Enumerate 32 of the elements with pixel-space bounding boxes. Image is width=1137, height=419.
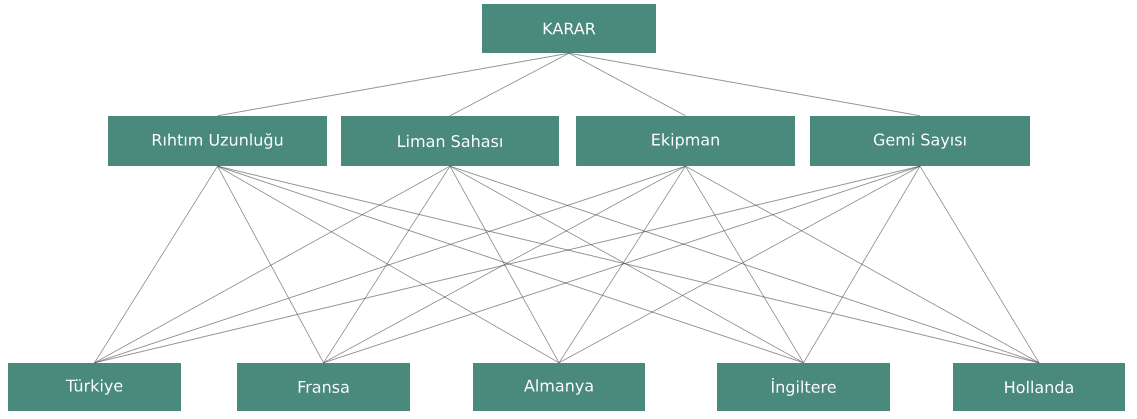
connector-line [558, 165, 686, 364]
connector-line [94, 165, 218, 364]
label-box: KARAR [482, 4, 656, 53]
connector-line [94, 165, 451, 364]
label-box: Gemi Sayısı [810, 116, 1030, 166]
label-box: Ekipman [576, 116, 795, 166]
label-box: Almanya [473, 363, 645, 411]
connector-line [685, 165, 804, 364]
connector-line [568, 52, 686, 117]
connector-line [449, 165, 804, 364]
connector-line [94, 165, 686, 364]
connector-line [217, 165, 560, 364]
connector-line [323, 165, 686, 364]
label-box: Hollanda [953, 363, 1125, 411]
connector-line [449, 52, 570, 117]
connector-line [558, 165, 921, 364]
connector-line [568, 52, 921, 117]
connector-line [217, 52, 570, 117]
connector-line [685, 165, 1040, 364]
label-box: Liman Sahası [341, 116, 559, 166]
connector-line [449, 165, 1040, 364]
connector-line [217, 165, 324, 364]
label-box: İngiltere [717, 363, 890, 411]
label-box: Türkiye [8, 363, 181, 411]
connector-line [919, 165, 1040, 364]
connector-line [323, 165, 921, 364]
connector-line [217, 165, 804, 364]
connector-line [803, 165, 921, 364]
connector-line [323, 165, 451, 364]
label-box: Rıhtım Uzunluğu [108, 116, 327, 166]
connector-line [449, 165, 560, 364]
label-box: Fransa [237, 363, 410, 411]
